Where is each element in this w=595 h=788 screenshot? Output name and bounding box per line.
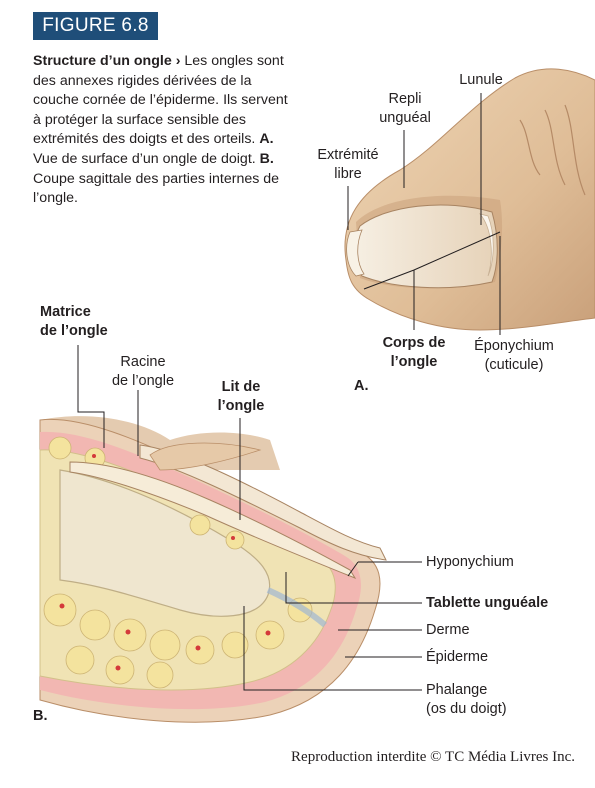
label-hyponychium: Hyponychium xyxy=(426,554,514,570)
label-tablette: Tablette unguéale xyxy=(426,595,549,611)
caption-text-3: Coupe sagittale des parties internes de … xyxy=(33,170,280,207)
phalanx-bone xyxy=(59,469,271,617)
finger-surface-view xyxy=(344,68,595,331)
caption-a-marker: A. xyxy=(259,131,274,148)
caption-arrow: › xyxy=(175,53,181,69)
label-lunule: Lunule xyxy=(459,72,503,88)
label-phalange: Phalange(os du doigt) xyxy=(426,682,507,717)
caption-title: Structure d’un ongle xyxy=(33,53,172,69)
panel-a-label: A. xyxy=(354,378,369,394)
nail-root xyxy=(69,461,357,580)
figure-caption: Structure d’un ongle › Les ongles sont d… xyxy=(33,52,291,209)
panel-b-leaders xyxy=(77,345,422,691)
label-derme: Derme xyxy=(426,622,470,638)
figure-badge: FIGURE 6.8 xyxy=(33,12,158,40)
caption-text-2: Vue de surface d’un ongle de doigt. xyxy=(33,150,256,167)
copyright-notice: Reproduction interdite © TC Média Livres… xyxy=(291,749,575,765)
nail-plate-section xyxy=(139,444,387,561)
caption-b-marker: B. xyxy=(259,150,274,167)
panel-b-label: B. xyxy=(33,708,48,724)
nail-plate xyxy=(353,204,498,289)
lunula xyxy=(478,213,494,277)
label-epiderme: Épiderme xyxy=(426,649,489,665)
panel-a-leaders xyxy=(347,93,501,335)
sagittal-section xyxy=(39,416,387,723)
caption-text-1: Les ongles sont des annexes rigides déri… xyxy=(33,53,288,148)
label-eponychium: Éponychium(cuticule) xyxy=(474,338,554,373)
